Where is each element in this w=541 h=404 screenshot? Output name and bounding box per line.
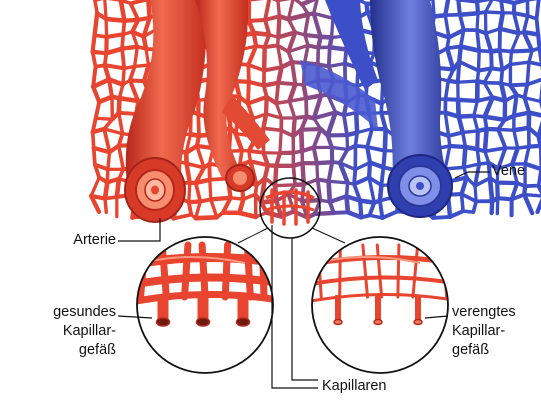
healthy-capillary-inset (125, 237, 285, 373)
leader-kapillaren (272, 225, 318, 388)
vein-vessel (300, 0, 452, 217)
vene-label: Vene (492, 162, 525, 181)
healthy-capillary-label: gesundes Kapillar- gefäß (0, 303, 116, 360)
narrowed-line-2: Kapillar- (452, 322, 541, 341)
narrowed-capillary-label: verengtes Kapillar- gefäß (452, 303, 541, 360)
narrowed-line-3: gefäß (452, 341, 541, 360)
narrowed-capillary-inset (300, 237, 460, 373)
kapillaren-label: Kapillaren (322, 377, 387, 396)
narrowed-line-1: verengtes (452, 303, 541, 322)
healthy-line-3: gefäß (0, 341, 116, 360)
healthy-line-1: gesundes (0, 303, 116, 322)
arterie-label: Arterie (52, 231, 116, 250)
healthy-line-2: Kapillar- (0, 322, 116, 341)
